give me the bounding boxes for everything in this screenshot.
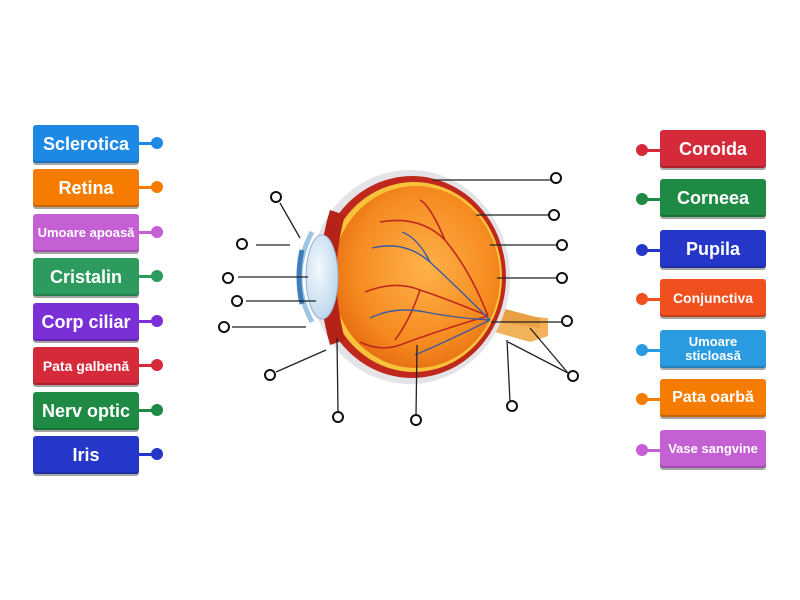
label-pupila[interactable]: Pupila xyxy=(660,230,766,268)
connector-dot xyxy=(151,359,163,371)
label-sclerotica[interactable]: Sclerotica xyxy=(33,125,139,163)
label-iris[interactable]: Iris xyxy=(33,436,139,474)
target-bottom-2[interactable] xyxy=(410,414,422,426)
connector-dot xyxy=(636,193,648,205)
target-left-2[interactable] xyxy=(236,238,248,250)
target-bottom-1[interactable] xyxy=(332,411,344,423)
connector-dot xyxy=(636,344,648,356)
blood-vessels xyxy=(359,199,489,349)
connector-dot xyxy=(151,270,163,282)
connector-dot xyxy=(636,444,648,456)
leader-lines xyxy=(232,179,569,417)
connector-dot xyxy=(636,244,648,256)
label-umoare-sticloasa[interactable]: Umoare sticloasă xyxy=(660,330,766,368)
target-left-6[interactable] xyxy=(264,369,276,381)
connector-dot xyxy=(636,293,648,305)
vitreous-body xyxy=(332,186,500,368)
connector-dot xyxy=(636,393,648,405)
connector-dot xyxy=(151,315,163,327)
target-right-2[interactable] xyxy=(548,209,560,221)
label-nerv-optic[interactable]: Nerv optic xyxy=(33,392,139,430)
label-pata-galbena[interactable]: Pata galbenă xyxy=(33,347,139,385)
label-corneea[interactable]: Corneea xyxy=(660,179,766,217)
connector-dot xyxy=(151,181,163,193)
connector-dot xyxy=(151,137,163,149)
crystalline-lens xyxy=(305,234,339,320)
target-left-3[interactable] xyxy=(222,272,234,284)
connector-dot xyxy=(151,226,163,238)
target-left-4[interactable] xyxy=(231,295,243,307)
label-corp-ciliar[interactable]: Corp ciliar xyxy=(33,303,139,341)
connector-dot xyxy=(636,144,648,156)
label-retina[interactable]: Retina xyxy=(33,169,139,207)
connector-dot xyxy=(151,404,163,416)
label-coroida[interactable]: Coroida xyxy=(660,130,766,168)
target-left-1[interactable] xyxy=(270,191,282,203)
target-right-3[interactable] xyxy=(556,239,568,251)
label-vase-sangvine[interactable]: Vase sangvine xyxy=(660,430,766,468)
label-conjunctiva[interactable]: Conjunctiva xyxy=(660,279,766,317)
target-right-4[interactable] xyxy=(556,272,568,284)
target-bottom-3[interactable] xyxy=(506,400,518,412)
label-umoare-apoasa[interactable]: Umoare apoasă xyxy=(33,214,139,252)
target-right-6[interactable] xyxy=(567,370,579,382)
label-pata-oarba[interactable]: Pata oarbă xyxy=(660,379,766,417)
connector-dot xyxy=(151,448,163,460)
label-cristalin[interactable]: Cristalin xyxy=(33,258,139,296)
target-left-5[interactable] xyxy=(218,321,230,333)
target-right-5[interactable] xyxy=(561,315,573,327)
target-right-1[interactable] xyxy=(550,172,562,184)
